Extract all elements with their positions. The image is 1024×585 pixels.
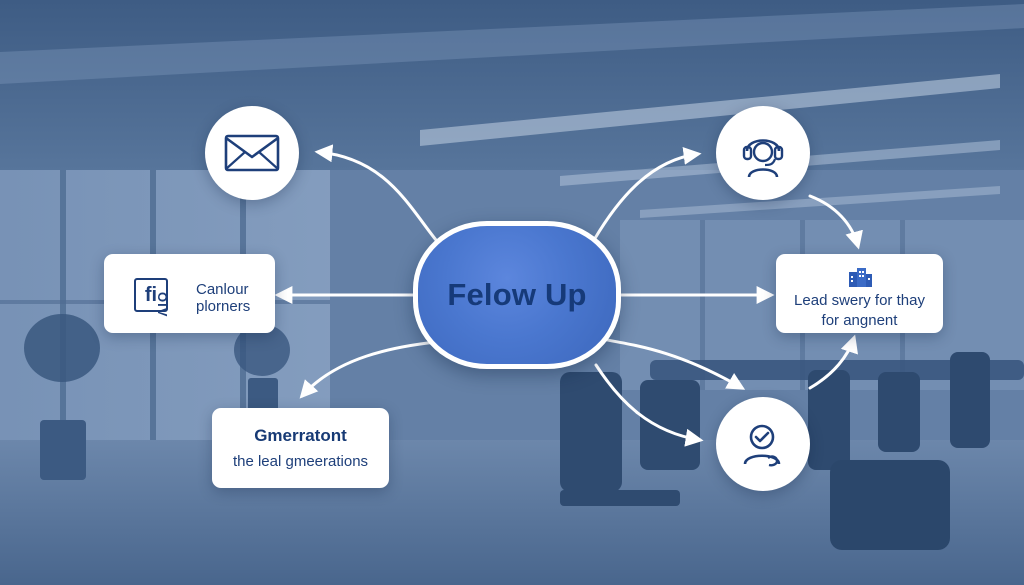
- lead-text: Lead swery for thay for angnent: [776, 292, 943, 330]
- envelope-icon: [224, 134, 280, 172]
- generation-node: Gmerratont the leal gmeerations: [212, 408, 389, 488]
- lead-node: Lead swery for thay for angnent: [776, 254, 943, 333]
- connector-support-to-lead: [808, 194, 863, 250]
- email-node: [205, 106, 299, 200]
- center-label: Felow Up: [447, 277, 587, 312]
- social-node: fi OIV Canlour plorners: [104, 254, 275, 333]
- headset-agent-icon: [742, 139, 784, 178]
- lead-line-2: for angnent: [821, 312, 898, 330]
- social-line-2: plorners: [196, 298, 251, 316]
- connector-email: [314, 144, 438, 242]
- facebook-icon: fi: [134, 278, 168, 312]
- social-side-text: OIV: [155, 292, 170, 318]
- person-check-icon: [743, 424, 781, 467]
- connector-support: [592, 146, 702, 242]
- lead-line-1: Lead swery for thay: [794, 292, 925, 309]
- social-line-1: Canlour: [196, 281, 249, 298]
- connector-generation: [299, 339, 448, 399]
- generation-line-1: Gmerratont: [254, 425, 347, 445]
- follow-up-node: Felow Up: [413, 221, 621, 369]
- approval-node: [716, 397, 810, 491]
- generation-line-2: the leal gmeerations: [232, 452, 369, 470]
- support-node: [716, 106, 810, 200]
- connector-approval: [594, 363, 704, 447]
- facebook-badge-text: fi: [144, 284, 158, 306]
- social-text: Canlour plorners: [196, 281, 250, 316]
- office-building-icon: [849, 268, 872, 287]
- connector-approval-to-lead: [808, 334, 858, 390]
- connector-lead-lower: [600, 337, 746, 390]
